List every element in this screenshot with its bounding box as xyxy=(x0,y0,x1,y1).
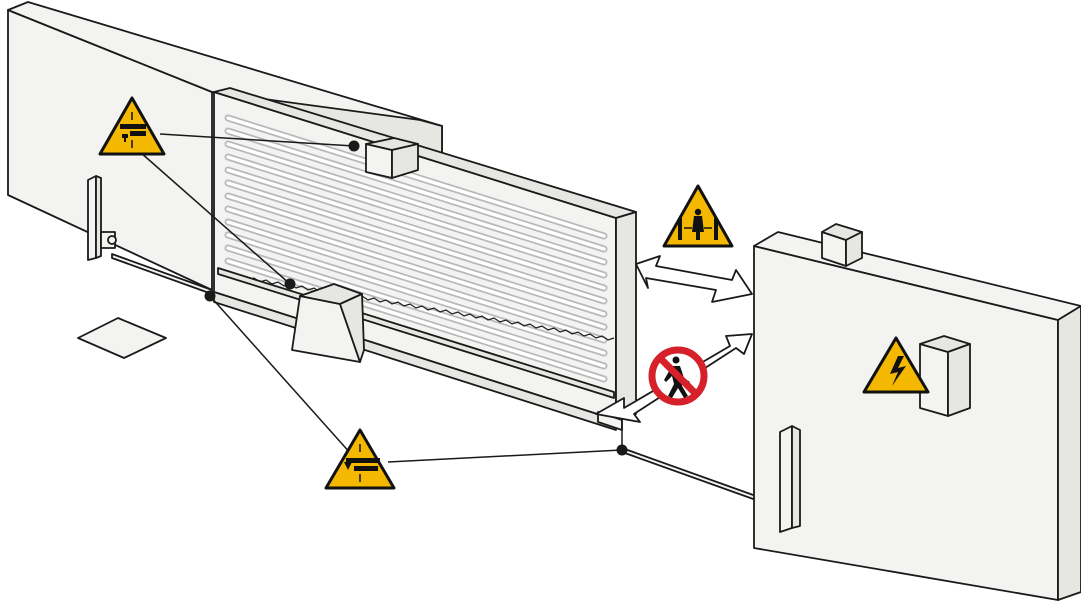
flashing-lamp xyxy=(821,223,863,267)
warning-crush-between-icon xyxy=(662,184,734,248)
leader-lines xyxy=(139,133,623,465)
no-pedestrian-icon xyxy=(648,346,708,406)
leader-dots xyxy=(204,140,628,456)
left-photocell-post xyxy=(87,175,117,261)
floor-plate xyxy=(77,317,167,359)
upper-double-arrow xyxy=(635,255,753,303)
gear-rack xyxy=(217,271,615,341)
warning-crush-top-icon xyxy=(98,96,166,156)
warning-crush-bottom-icon xyxy=(324,428,396,490)
lower-double-arrow xyxy=(595,333,753,423)
gear-motor xyxy=(291,283,365,363)
right-wall xyxy=(753,231,1081,601)
control-box xyxy=(919,335,971,417)
warning-electric-icon xyxy=(862,336,930,394)
top-guide-bracket xyxy=(365,137,419,179)
right-photocell-post xyxy=(779,425,801,533)
gate-slats xyxy=(224,114,608,396)
